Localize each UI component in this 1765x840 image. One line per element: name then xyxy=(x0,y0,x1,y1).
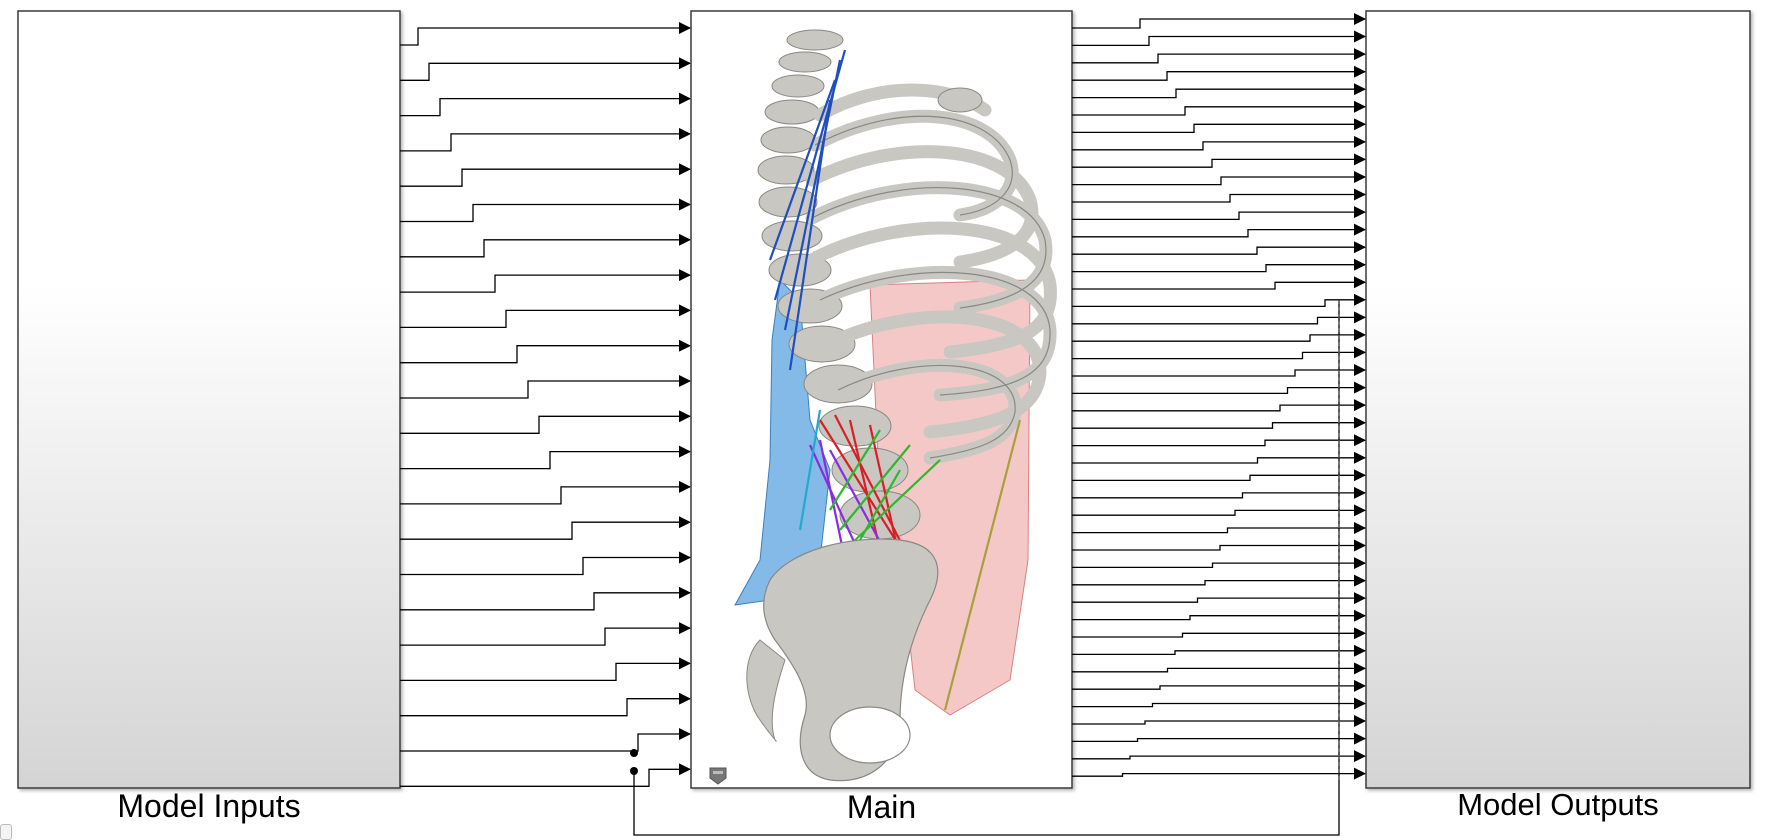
input-signal-line[interactable] xyxy=(400,92,691,117)
model-outputs-block[interactable] xyxy=(1365,10,1751,789)
input-signal-line[interactable] xyxy=(400,622,691,646)
output-signal-line[interactable] xyxy=(1072,258,1366,273)
model-inputs-block[interactable] xyxy=(17,10,401,789)
output-signal-line[interactable] xyxy=(1072,451,1366,464)
output-signal-line[interactable] xyxy=(1072,662,1366,675)
main-label: Main xyxy=(846,789,917,825)
model-inputs-label: Model Inputs xyxy=(117,788,301,824)
model-outputs-label: Model Outputs xyxy=(1457,787,1659,822)
output-signal-line[interactable] xyxy=(1072,135,1366,151)
input-signal-line[interactable] xyxy=(400,728,691,752)
output-signal-line[interactable] xyxy=(1072,434,1366,447)
input-signal-line[interactable] xyxy=(400,445,691,470)
output-signal-line[interactable] xyxy=(1072,223,1366,238)
output-signal-line[interactable] xyxy=(1072,293,1366,308)
output-signal-line[interactable] xyxy=(1072,241,1366,255)
output-signal-line[interactable] xyxy=(1072,767,1366,780)
input-signal-line[interactable] xyxy=(400,480,691,505)
junction-dots xyxy=(630,749,638,775)
input-signal-line[interactable] xyxy=(400,127,691,152)
output-signal-line[interactable] xyxy=(1072,539,1366,552)
output-signal-line[interactable] xyxy=(1072,171,1366,186)
input-signal-line[interactable] xyxy=(400,269,691,293)
input-signal-line[interactable] xyxy=(400,586,691,611)
input-signal-line[interactable] xyxy=(400,375,691,399)
output-signal-line[interactable] xyxy=(1072,206,1366,221)
input-signal-line[interactable] xyxy=(400,233,691,258)
output-signal-line[interactable] xyxy=(1072,381,1366,395)
input-signal-line[interactable] xyxy=(400,198,691,223)
output-signal-line[interactable] xyxy=(1072,30,1366,47)
output-signal-line[interactable] xyxy=(1072,416,1366,429)
input-signal-line[interactable] xyxy=(400,339,691,364)
output-signal-line[interactable] xyxy=(1072,65,1366,81)
output-signal-line[interactable] xyxy=(1072,311,1366,325)
output-signal-line[interactable] xyxy=(1072,750,1366,763)
input-signal-line[interactable] xyxy=(400,22,691,46)
input-signal-line[interactable] xyxy=(400,551,691,576)
output-signal-line[interactable] xyxy=(1072,574,1366,587)
output-signal-line[interactable] xyxy=(1072,328,1366,342)
output-signal-line[interactable] xyxy=(1072,100,1366,116)
output-signal-line[interactable] xyxy=(1072,399,1366,412)
input-signal-line[interactable] xyxy=(400,763,691,787)
output-signal-line[interactable] xyxy=(1072,644,1366,657)
input-signal-line[interactable] xyxy=(400,692,691,717)
output-signal-line[interactable] xyxy=(1072,13,1366,29)
output-signal-line[interactable] xyxy=(1072,732,1366,745)
output-signal-line[interactable] xyxy=(1072,715,1366,727)
input-signal-line[interactable] xyxy=(400,304,691,329)
feedback-line xyxy=(633,300,1340,836)
output-signal-line[interactable] xyxy=(1072,188,1366,203)
output-signal-lines xyxy=(1072,13,1366,780)
output-signal-line[interactable] xyxy=(1072,276,1366,290)
output-signal-line[interactable] xyxy=(1072,697,1366,710)
output-signal-line[interactable] xyxy=(1072,679,1366,692)
input-signal-line[interactable] xyxy=(400,410,691,434)
subsystem-mask-icon xyxy=(709,767,727,785)
output-signal-line[interactable] xyxy=(1072,346,1366,360)
output-signal-line[interactable] xyxy=(1072,486,1366,499)
output-signal-line[interactable] xyxy=(1072,592,1366,605)
output-signal-line[interactable] xyxy=(1072,48,1366,64)
input-signal-line[interactable] xyxy=(400,57,691,81)
output-signal-line[interactable] xyxy=(1072,609,1366,622)
output-signal-line[interactable] xyxy=(1072,504,1366,517)
output-signal-line[interactable] xyxy=(1072,557,1366,570)
output-signal-line[interactable] xyxy=(1072,118,1366,134)
input-signal-lines xyxy=(400,22,691,787)
output-signal-line[interactable] xyxy=(1072,522,1366,534)
input-signal-line[interactable] xyxy=(400,516,691,540)
output-signal-line[interactable] xyxy=(1072,469,1366,482)
output-signal-line[interactable] xyxy=(1072,364,1366,377)
output-signal-line[interactable] xyxy=(1072,627,1366,640)
input-signal-line[interactable] xyxy=(400,163,691,187)
input-signal-line[interactable] xyxy=(400,657,691,682)
output-signal-line[interactable] xyxy=(1072,153,1366,168)
torso-model-image xyxy=(709,29,1057,785)
output-signal-line[interactable] xyxy=(1072,83,1366,99)
